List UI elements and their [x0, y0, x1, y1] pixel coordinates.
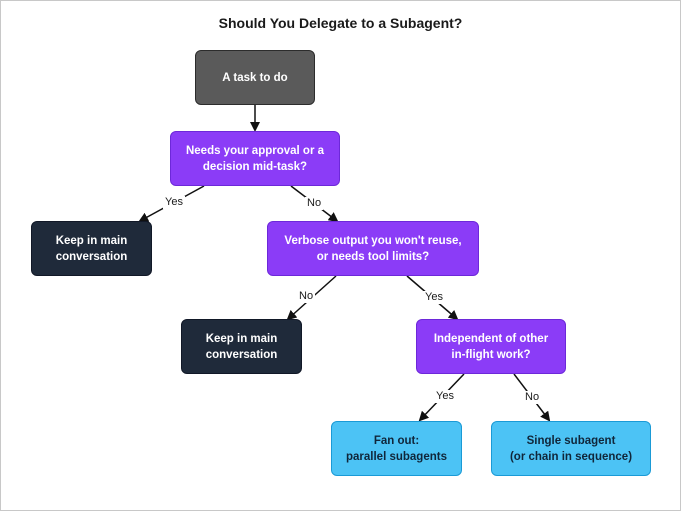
edge-label-q2-yes: Yes — [423, 291, 445, 304]
node-approval-question: Needs your approval or a decision mid-ta… — [170, 131, 340, 186]
node-verbose-question: Verbose output you won't reuse, or needs… — [267, 221, 479, 276]
node-keep-main-1: Keep in main conversation — [31, 221, 152, 276]
diagram-title: Should You Delegate to a Subagent? — [218, 15, 463, 31]
node-single-subagent: Single subagent (or chain in sequence) — [491, 421, 651, 476]
edge-label-q1-yes: Yes — [163, 196, 185, 209]
edge-label-q3-yes: Yes — [434, 390, 456, 403]
node-fan-out: Fan out: parallel subagents — [331, 421, 462, 476]
edge-label-q2-no: No — [297, 290, 316, 303]
node-independent-question: Independent of other in-flight work? — [416, 319, 566, 374]
edge-label-q1-no: No — [305, 197, 324, 210]
edge-label-q3-no: No — [523, 391, 542, 404]
node-keep-main-2: Keep in main conversation — [181, 319, 302, 374]
node-start: A task to do — [195, 50, 315, 105]
